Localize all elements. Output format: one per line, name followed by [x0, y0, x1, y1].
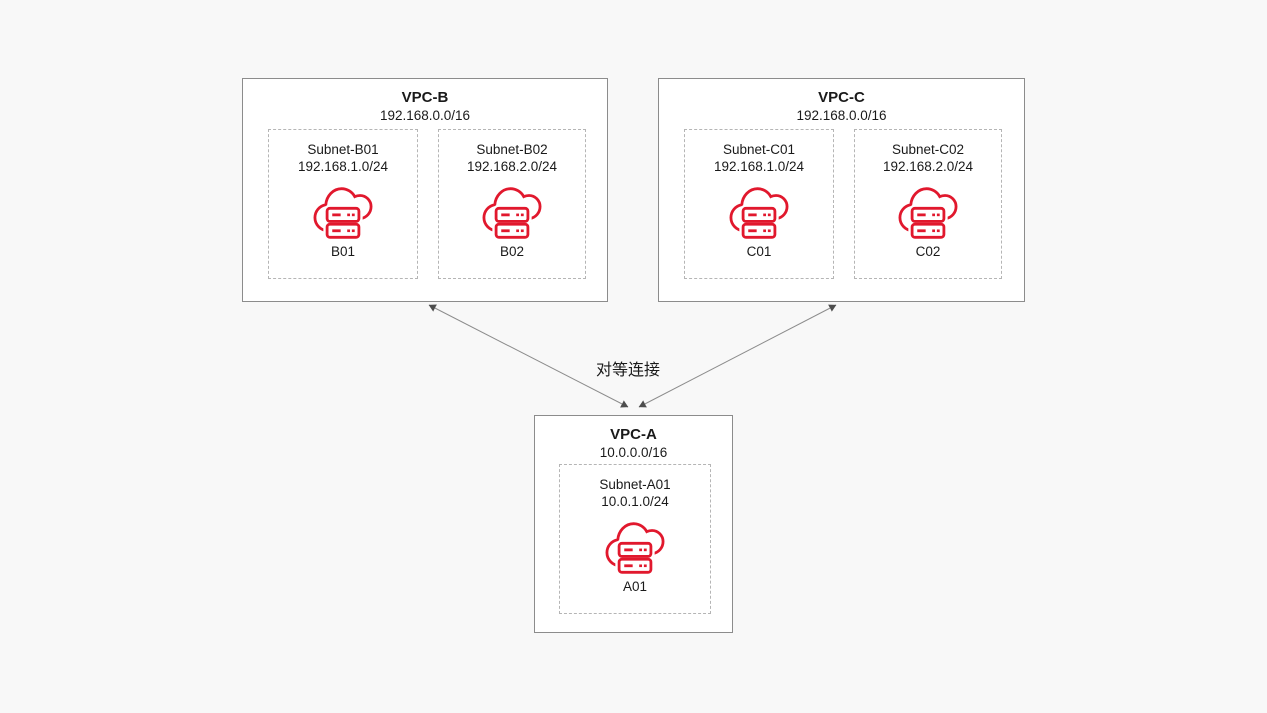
- vpc-c-title: VPC-C: [818, 89, 865, 106]
- peering-line-c-a: [638, 304, 837, 408]
- vpc-a-title: VPC-A: [610, 426, 657, 443]
- cloud-server-icon: [605, 522, 665, 577]
- subnet-b01-name: Subnet-B01: [307, 142, 379, 157]
- subnet-a01-name: Subnet-A01: [599, 477, 671, 492]
- subnet-a01-cidr: 10.0.1.0/24: [601, 494, 669, 509]
- subnet-c02-name: Subnet-C02: [891, 142, 965, 157]
- subnet-b02-name: Subnet-B02: [476, 142, 548, 157]
- peering-line-b-a: [428, 304, 629, 408]
- cloud-server-icon: [729, 187, 789, 242]
- subnet-c01-name: Subnet-C01: [722, 142, 796, 157]
- subnet-box-c01: Subnet-C01 192.168.1.0/24 C01: [684, 129, 834, 279]
- server-b01-label: B01: [330, 244, 356, 259]
- vpc-b-cidr: 192.168.0.0/16: [379, 108, 471, 123]
- vpc-a-cidr: 10.0.0.0/16: [599, 445, 668, 460]
- server-c02-label: C02: [915, 244, 941, 259]
- subnet-c01-cidr: 192.168.1.0/24: [713, 159, 805, 174]
- subnet-c02-cidr: 192.168.2.0/24: [882, 159, 974, 174]
- vpc-c-cidr: 192.168.0.0/16: [796, 108, 887, 123]
- server-c01-label: C01: [746, 244, 772, 259]
- server-b02-label: B02: [499, 244, 525, 259]
- vpc-b-title: VPC-B: [401, 89, 449, 106]
- server-a01-label: A01: [622, 579, 648, 594]
- subnet-box-a01: Subnet-A01 10.0.1.0/24 A01: [559, 464, 711, 614]
- subnet-box-c02: Subnet-C02 192.168.2.0/24 C02: [854, 129, 1002, 279]
- cloud-server-icon: [313, 187, 373, 242]
- vpc-box-a: VPC-A 10.0.0.0/16 Subnet-A01 10.0.1.0/24…: [534, 415, 733, 633]
- subnet-b01-cidr: 192.168.1.0/24: [297, 159, 389, 174]
- subnet-b02-cidr: 192.168.2.0/24: [466, 159, 558, 174]
- cloud-server-icon: [482, 187, 542, 242]
- cloud-server-icon: [898, 187, 958, 242]
- subnet-box-b01: Subnet-B01 192.168.1.0/24 B01: [268, 129, 418, 279]
- vpc-box-c: VPC-C 192.168.0.0/16 Subnet-C01 192.168.…: [658, 78, 1025, 302]
- vpc-box-b: VPC-B 192.168.0.0/16 Subnet-B01 192.168.…: [242, 78, 608, 302]
- peering-connection-label: 对等连接: [596, 362, 661, 379]
- subnet-box-b02: Subnet-B02 192.168.2.0/24 B02: [438, 129, 586, 279]
